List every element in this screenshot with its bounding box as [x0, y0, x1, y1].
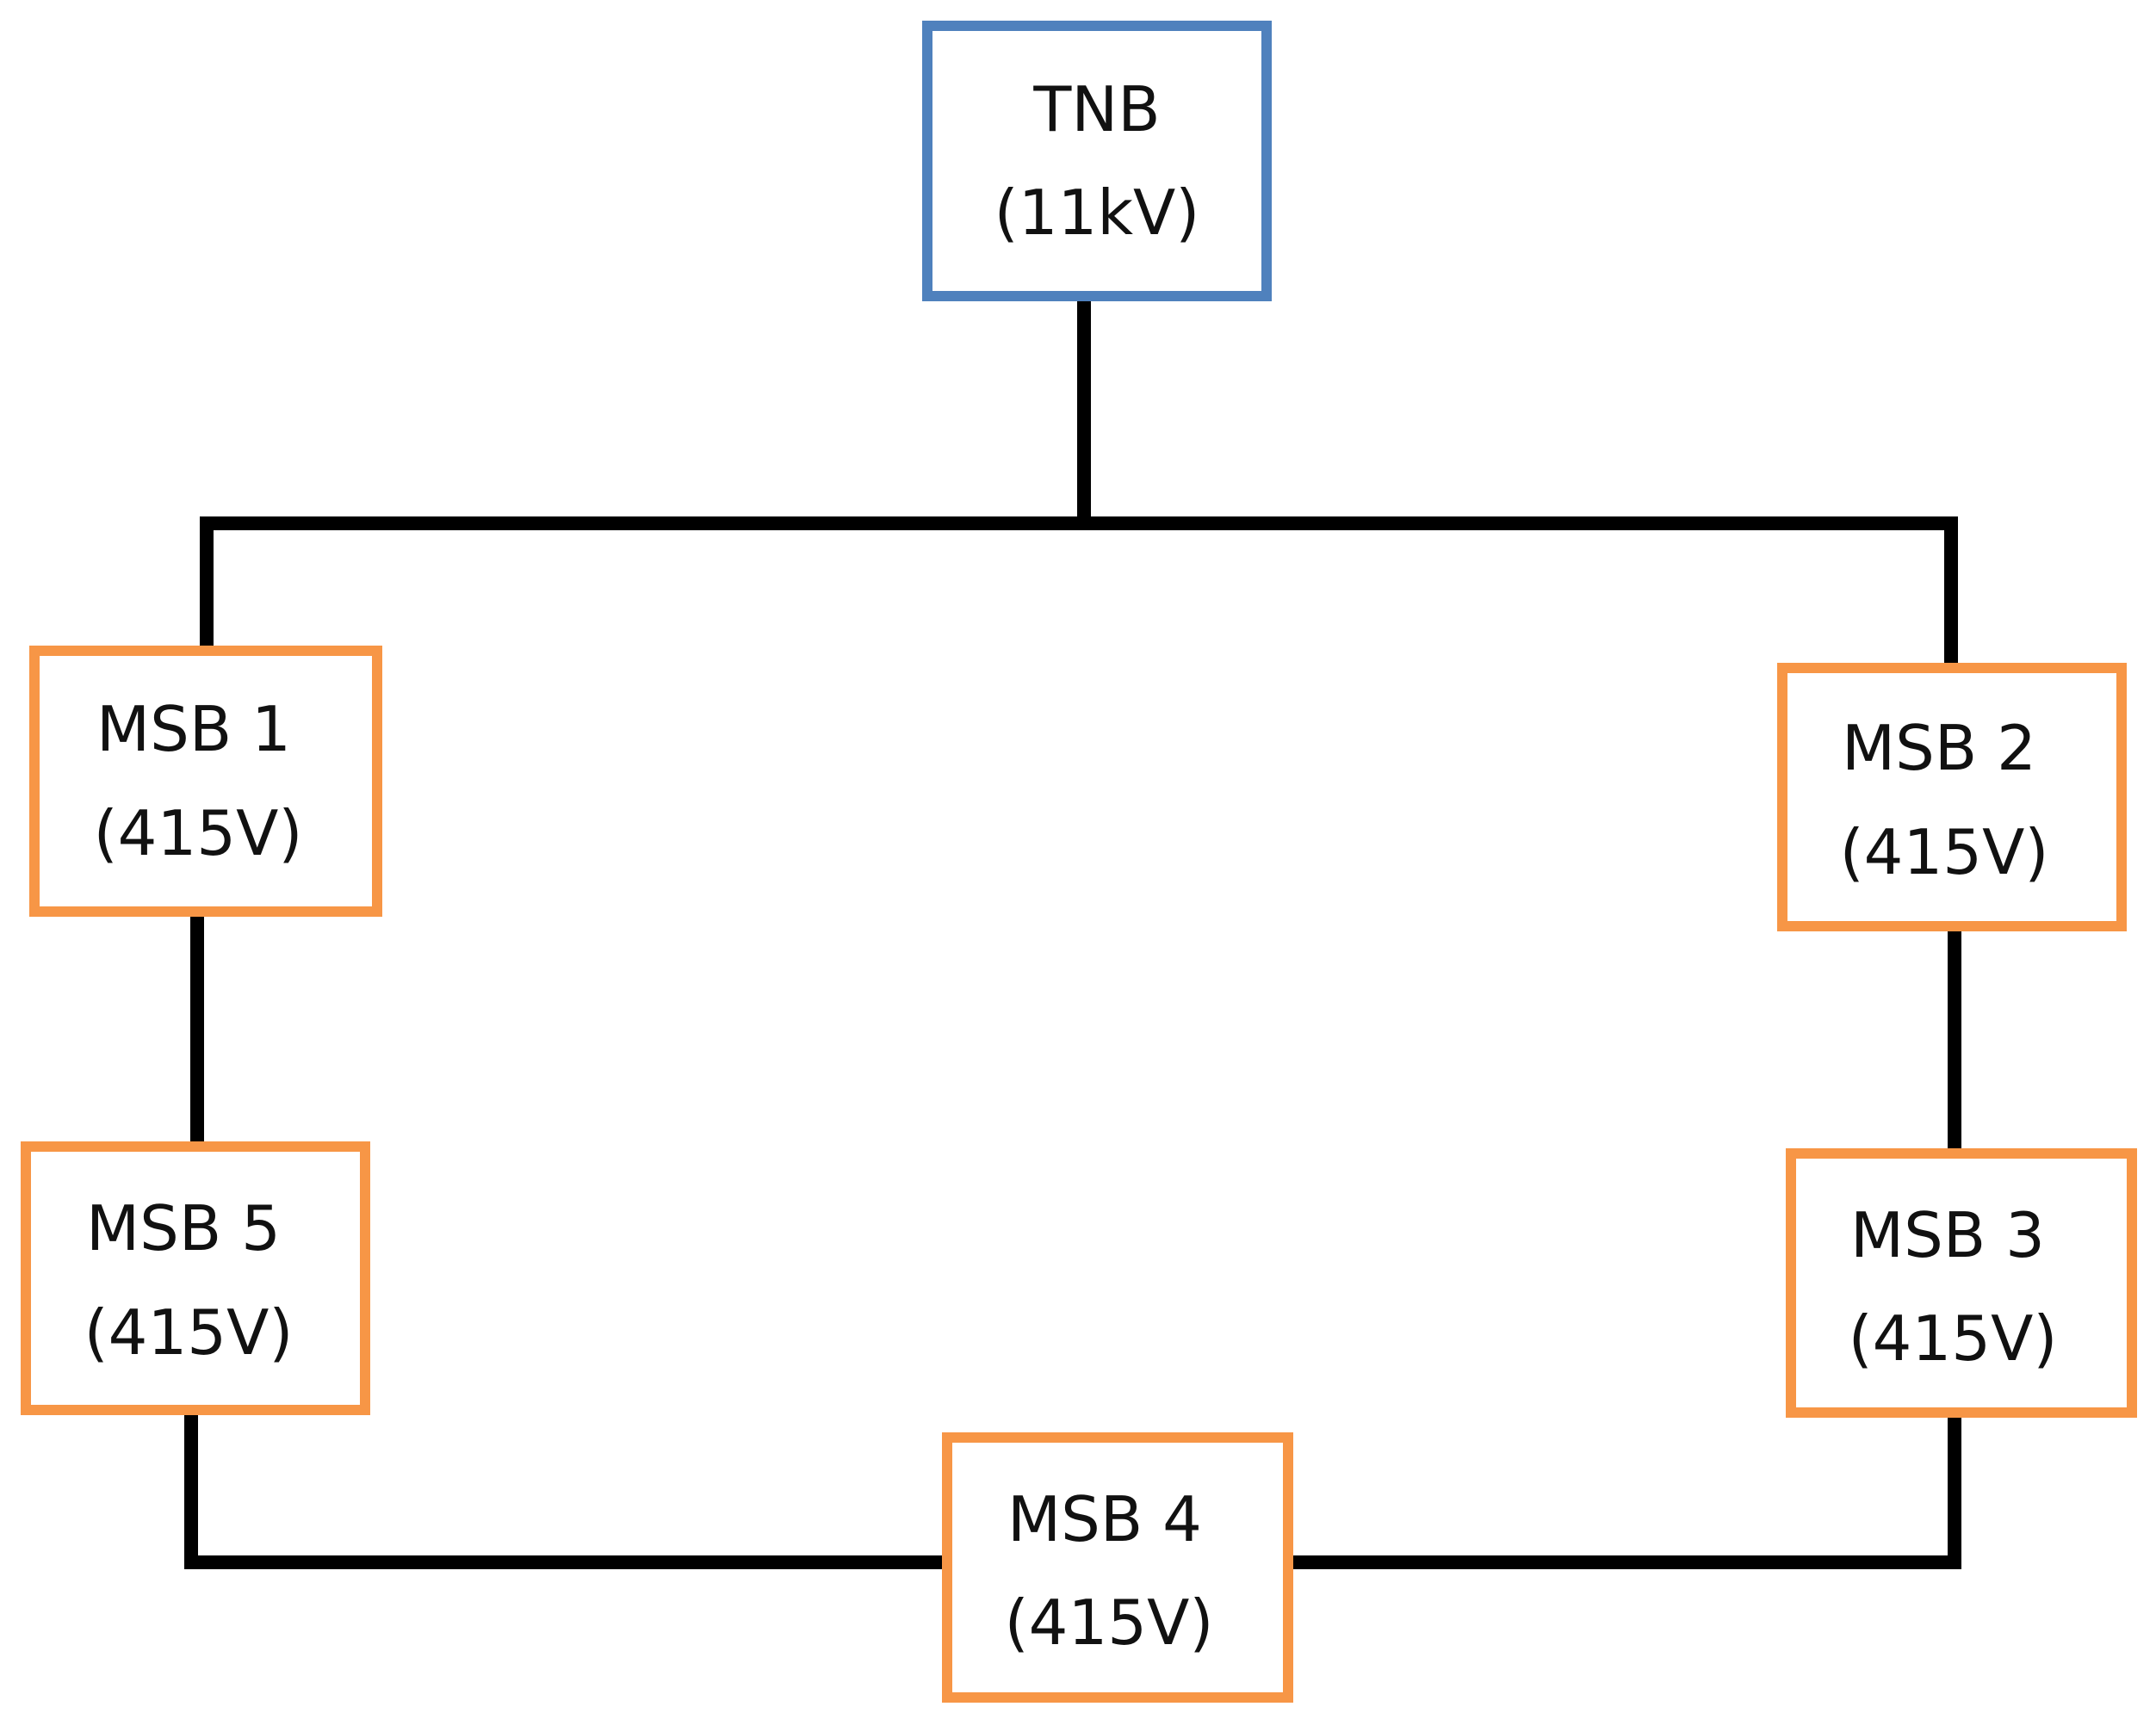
node-msb2-box [1777, 663, 2127, 931]
node-msb3-rating: (415V) [1849, 1302, 2058, 1375]
node-msb2-rating: (415V) [1840, 816, 2049, 888]
node-msb5: MSB 5 (415V) [21, 1141, 370, 1415]
node-msb4: MSB 4 (415V) [942, 1432, 1293, 1703]
node-msb4-rating: (415V) [1005, 1586, 1214, 1659]
node-msb4-box [942, 1432, 1293, 1703]
node-tnb-box [922, 21, 1272, 301]
node-msb1-name: MSB 1 [96, 693, 291, 765]
node-msb1-rating: (415V) [94, 797, 303, 869]
node-msb1-box [29, 646, 382, 917]
node-msb1: MSB 1 (415V) [29, 646, 382, 917]
node-msb3: MSB 3 (415V) [1786, 1148, 2137, 1418]
connectors [184, 294, 1961, 1569]
node-msb3-box [1786, 1148, 2137, 1418]
connector-msb3-msb4 [1285, 1409, 1961, 1569]
node-tnb-rating: (11kV) [994, 176, 1200, 249]
node-msb2: MSB 2 (415V) [1777, 663, 2127, 931]
node-msb5-name: MSB 5 [86, 1192, 281, 1265]
connector-msb5-msb4 [184, 1407, 951, 1569]
node-msb5-box [21, 1141, 370, 1415]
node-tnb: TNB (11kV) [922, 21, 1272, 301]
node-msb4-name: MSB 4 [1007, 1483, 1202, 1555]
node-msb5-rating: (415V) [84, 1296, 294, 1369]
node-tnb-name: TNB [1032, 73, 1160, 145]
node-msb2-name: MSB 2 [1842, 712, 2036, 784]
node-msb3-name: MSB 3 [1850, 1199, 2045, 1271]
